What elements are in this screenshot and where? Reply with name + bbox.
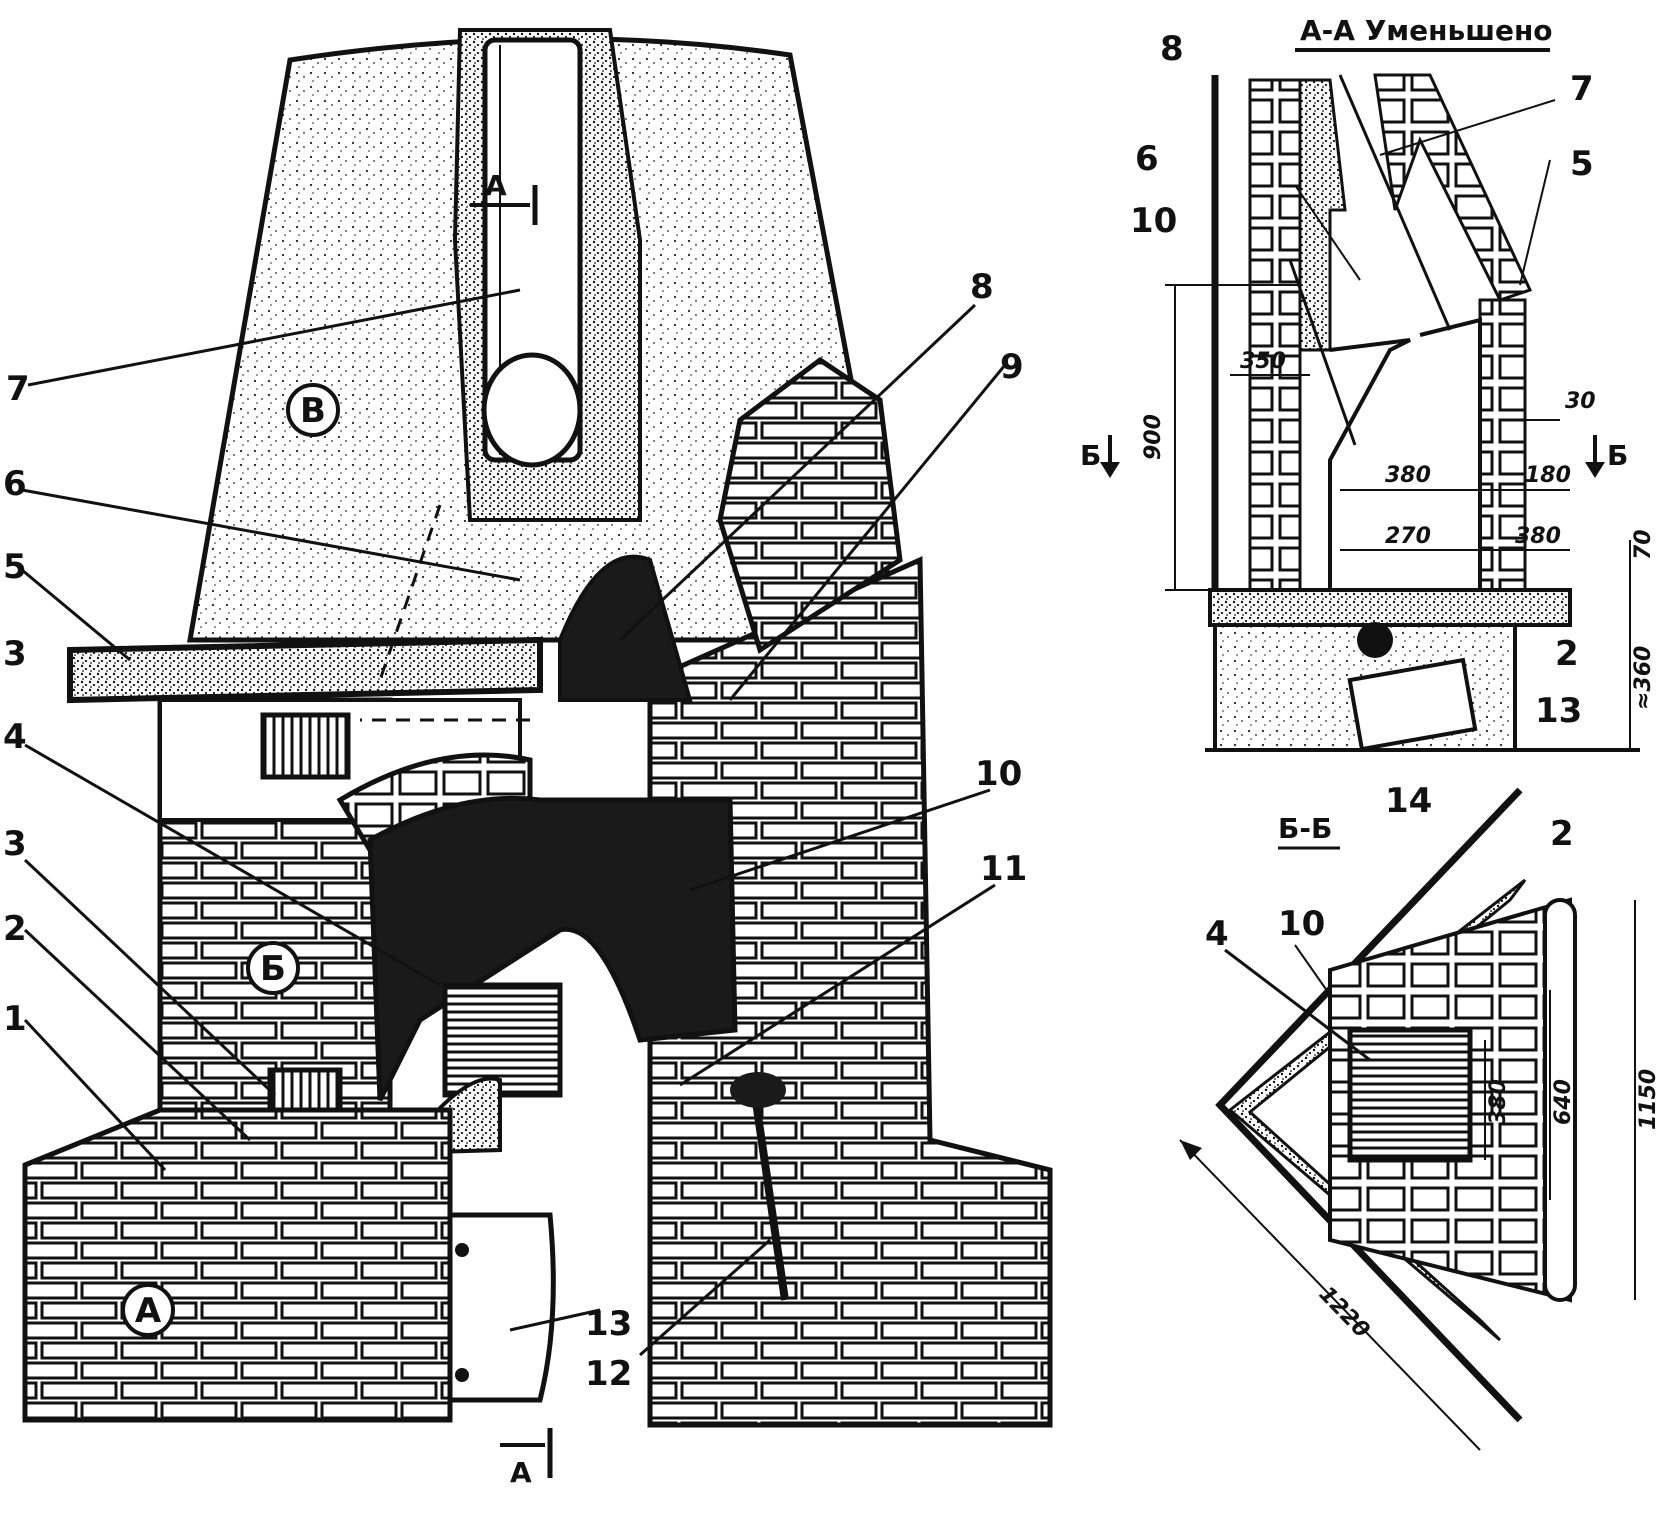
aa-dim-360: ≈360: [1631, 646, 1656, 710]
zone-a-marker: А: [121, 1283, 175, 1337]
aa-callout-10: 10: [1130, 201, 1177, 241]
flue-pipe-end: [481, 352, 583, 468]
bb-callout-4: 4: [1205, 914, 1229, 954]
svg-text:А: А: [510, 1456, 532, 1489]
mantel-shelf: [67, 636, 543, 704]
vent-grille-top: [260, 712, 351, 780]
aa-dim-900: 900: [1141, 414, 1166, 460]
callout-6: 6: [3, 464, 27, 504]
section-bb-title: Б-Б: [1278, 812, 1332, 845]
callout-8: 8: [970, 267, 994, 307]
callout-11: 11: [980, 849, 1027, 889]
aa-callout-14: 14: [1385, 781, 1432, 821]
firebox: [367, 795, 738, 1102]
zone-b-label: Б: [260, 949, 286, 989]
aa-section-b-left: Б: [1080, 435, 1120, 478]
zone-v-marker: В: [286, 383, 340, 437]
callout-12: 12: [585, 1354, 632, 1394]
aa-dim-380-bottom: 380: [1515, 524, 1561, 549]
aa-ash-box: [1347, 657, 1478, 752]
aa-callout-2: 2: [1555, 634, 1579, 674]
bb-callout-2: 2: [1550, 814, 1574, 854]
cutaway-brickwork: [717, 356, 903, 654]
callout-10: 10: [975, 754, 1022, 794]
zone-a-label: А: [135, 1291, 162, 1331]
bb-callout-10: 10: [1278, 904, 1325, 944]
aa-callout-8: 8: [1160, 29, 1184, 69]
aa-dim-270: 270: [1385, 524, 1431, 549]
callout-4: 4: [3, 717, 27, 757]
svg-text:Б: Б: [1607, 439, 1628, 472]
aa-section-b-right: Б: [1585, 435, 1628, 478]
main-view: В Б А А А 7 6 5 3 4 3 2 1 8 9 10: [3, 28, 1053, 1489]
zone-v-label: В: [300, 391, 326, 431]
bb-dim-1220: 1220: [1314, 1282, 1375, 1343]
aa-dim-70: 70: [1631, 529, 1656, 560]
section-bb: Б-Б 380 640 1150 1220 4 10 2: [1179, 787, 1661, 1451]
section-aa-title: А-А Уменьшено: [1300, 14, 1553, 47]
poker: [751, 1094, 789, 1301]
section-mark-bottom: А: [500, 1428, 553, 1489]
aa-callout-13: 13: [1535, 691, 1582, 731]
aa-left-bricks: [1248, 78, 1302, 592]
callout-9: 9: [1000, 347, 1024, 387]
bb-dim-1150: 1150: [1636, 1069, 1661, 1130]
bb-dim-640: 640: [1551, 1079, 1576, 1125]
bb-dim-380: 380: [1486, 1079, 1511, 1125]
callout-13: 13: [585, 1304, 632, 1344]
svg-text:А: А: [485, 169, 507, 202]
callout-7: 7: [6, 369, 30, 409]
aa-dim-380-top: 380: [1385, 463, 1431, 488]
leader-lines: [21, 288, 1007, 1357]
zone-b-marker: Б: [246, 941, 300, 995]
aa-dim-30: 30: [1565, 389, 1596, 414]
aa-right-bricks: [1478, 298, 1527, 592]
smoke-chamber: [558, 554, 693, 702]
callout-2: 2: [3, 909, 27, 949]
aa-dim-350: 350: [1240, 349, 1286, 374]
svg-text:Б: Б: [1080, 439, 1101, 472]
bb-corner-walls: [1215, 787, 1523, 1423]
aa-dim-180: 180: [1525, 463, 1571, 488]
aa-callout-5: 5: [1570, 144, 1594, 184]
callout-1: 1: [3, 999, 27, 1039]
section-aa: А-А Уменьшено: [1080, 14, 1656, 821]
aa-firebox: [1328, 317, 1482, 592]
aa-flue: [1298, 78, 1347, 352]
base-plinth: [22, 1107, 453, 1423]
aa-callout-6: 6: [1135, 139, 1159, 179]
callout-3-bottom: 3: [3, 824, 27, 864]
section-mark-top: А: [470, 169, 538, 225]
callout-3-top: 3: [3, 634, 27, 674]
right-brick-wall: [647, 556, 1053, 1428]
aa-callout-7: 7: [1570, 69, 1594, 109]
bb-grate: [1347, 1027, 1473, 1163]
aa-hearth-slab: [1208, 588, 1572, 627]
grate: [442, 982, 563, 1098]
callout-5: 5: [3, 547, 27, 587]
